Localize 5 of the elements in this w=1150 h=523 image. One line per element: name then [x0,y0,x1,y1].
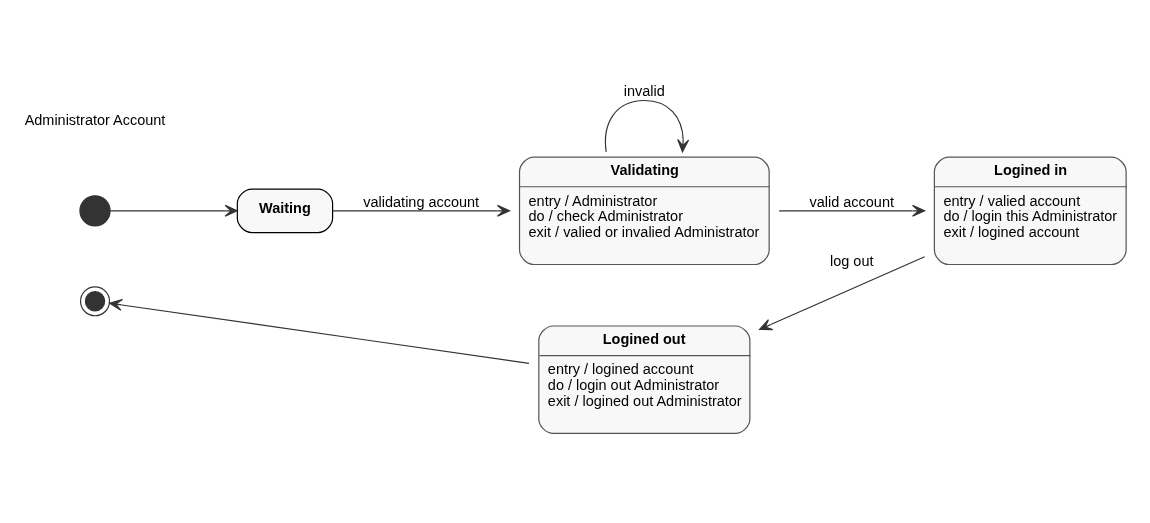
edge-label: validating account [363,193,480,210]
edge-label: invalid [623,83,665,100]
edge-label: valid account [809,193,894,210]
label: Administrator Account [24,112,166,129]
edge-label: log out [830,252,874,269]
